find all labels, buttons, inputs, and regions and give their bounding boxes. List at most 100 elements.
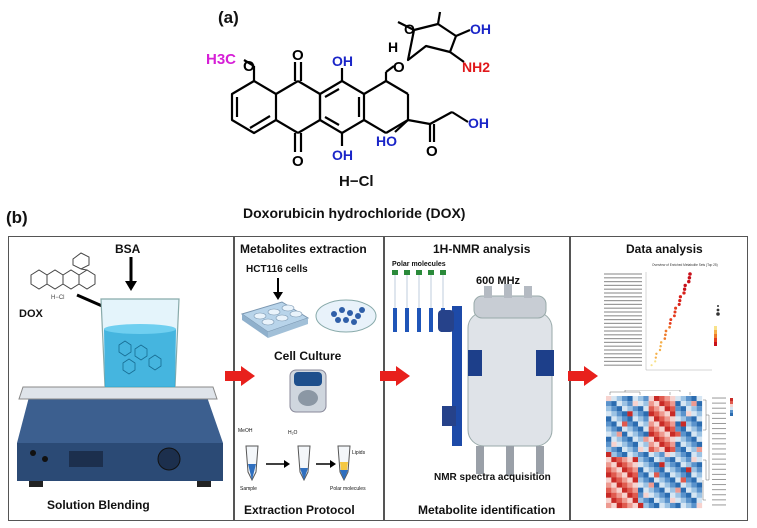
heatmap-cell (627, 431, 633, 437)
heatmap-cell (648, 416, 655, 422)
heatmap-cell (691, 406, 697, 412)
heatmap-cell (606, 426, 612, 432)
heatmap-cell (654, 421, 660, 427)
heatmap-cell (659, 497, 665, 504)
heatmap-cell (670, 477, 676, 483)
heatmap-cell (675, 457, 681, 463)
heatmap-cell (648, 467, 655, 473)
heatmap-cell (643, 502, 649, 509)
heatmap-cell (680, 497, 687, 504)
heatmap-cell (648, 497, 655, 504)
heatmap-cell (616, 482, 623, 488)
o-methoxy: O (243, 58, 255, 75)
heatmap-cell (632, 431, 639, 437)
heatmap-cell (627, 452, 633, 458)
heatmap-cell (643, 497, 649, 504)
heatmap-cell (696, 472, 703, 478)
heatmap-cell (654, 482, 660, 488)
heatmap-cell (611, 411, 617, 417)
heatmap-cell (632, 472, 639, 478)
heatmap-cell (675, 492, 681, 498)
dotplot-point (658, 348, 662, 352)
heatmap-cell (643, 431, 649, 437)
dotplot-point (664, 333, 667, 337)
heatmap-cell (627, 396, 633, 402)
heatmap-cell (659, 467, 665, 473)
heatmap-row-label (712, 407, 726, 409)
mhz-label: 600 MHz (476, 275, 521, 287)
dotplot-point (682, 287, 687, 291)
heatmap-cell (675, 502, 681, 509)
heatmap-cell (616, 396, 623, 402)
heatmap-cell (622, 497, 628, 504)
heatmap-cell (643, 441, 649, 448)
dotplot-point (673, 310, 677, 314)
heatmap-cell (670, 457, 676, 463)
heatmap-cell (627, 502, 633, 509)
heatmap-cell (691, 487, 697, 493)
heatmap-cell (648, 452, 655, 458)
heatmap-cell (643, 436, 649, 442)
heatmap-cell (680, 452, 687, 458)
heatmap-cell (691, 497, 697, 504)
heatmap-cell (686, 462, 692, 468)
heatmap-cell (686, 497, 692, 504)
heatmap-cell (686, 482, 692, 488)
panel-b-label: (b) (6, 208, 28, 227)
heatmap-cell (627, 441, 633, 448)
heatmap-cell (696, 446, 703, 453)
heatmap-cell (675, 401, 681, 407)
heatmap-cell (696, 441, 703, 448)
heatmap-cell (659, 441, 665, 448)
metabolite-identification-caption: Metabolite identification (418, 503, 555, 517)
heatmap-cell (686, 457, 692, 463)
heatmap-cell (659, 477, 665, 483)
dotplot-row-label (604, 303, 642, 305)
heatmap-cell (670, 497, 676, 504)
heatmap-legend-swatch (730, 404, 733, 407)
heatmap-cell (638, 502, 644, 509)
heatmap-cell (638, 482, 644, 488)
heatmap-cell (691, 472, 697, 478)
heatmap-cell (654, 502, 660, 509)
heatmap-cell (691, 421, 697, 427)
heatmap-cell (632, 502, 639, 509)
heatmap-cell (622, 492, 628, 498)
heatmap-cell (670, 436, 676, 442)
heatmap-cell (643, 462, 649, 468)
heatmap-cell (632, 401, 639, 407)
heatmap-cell (680, 472, 687, 478)
dotplot-point (650, 364, 653, 367)
heatmap-cell (632, 497, 639, 504)
heatmap-cell (664, 401, 671, 407)
dotplot-row-label (604, 334, 642, 336)
dotplot-row-label (604, 338, 642, 340)
heatmap-cell (691, 482, 697, 488)
heatmap-cell (627, 416, 633, 422)
heatmap-cell (638, 487, 644, 493)
heatmap-cell (680, 426, 687, 432)
heatmap-cell (654, 411, 660, 417)
heatmap-cell (638, 406, 644, 412)
heatmap-cell (648, 431, 655, 437)
heatmap-cell (696, 457, 703, 463)
heatmap-cell (606, 441, 612, 448)
heatmap-cell (659, 502, 665, 509)
heatmap-cell (638, 497, 644, 504)
heatmap-cell (670, 426, 676, 432)
heatmap-cell (611, 487, 617, 493)
heatmap-cell (654, 497, 660, 504)
heatmap-cell (654, 472, 660, 478)
heatmap-cell (622, 426, 628, 432)
heatmap-cell (675, 487, 681, 493)
heatmap-cell (654, 441, 660, 448)
methoxy-label: H3C (206, 51, 236, 68)
heatmap-cell (680, 421, 687, 427)
heatmap-cell (696, 487, 703, 493)
heatmap-cell (680, 446, 687, 453)
heatmap-cell (627, 492, 633, 498)
heatmap-cell (622, 441, 628, 448)
heatmap-row-label (712, 438, 726, 440)
h2o-label: H₂O (288, 430, 298, 436)
h-anomeric-label: H (388, 39, 398, 55)
